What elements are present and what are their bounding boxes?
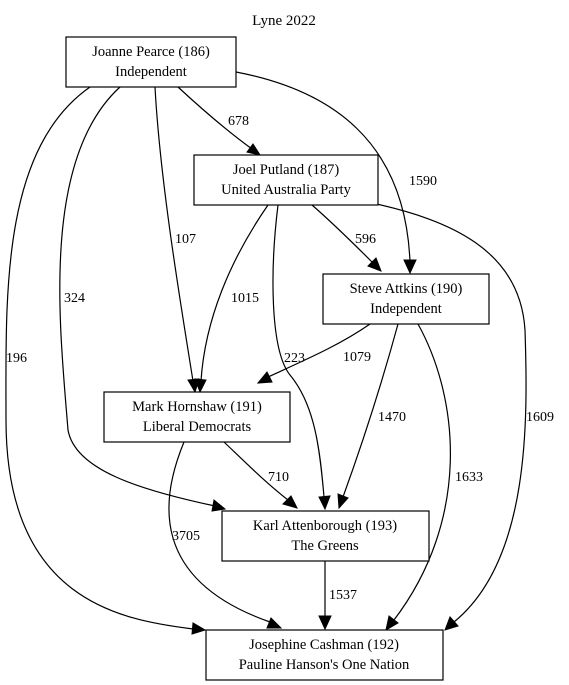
node-josephine-cashman: Josephine Cashman (192) Pauline Hanson's… [205, 629, 444, 681]
edge-label-joanne-joel: 678 [228, 114, 249, 129]
edge-label-joel-karl: 223 [284, 351, 305, 366]
node-label-line1: Joanne Pearce (186) [92, 44, 210, 60]
edge-label-steve-josephine: 1633 [455, 470, 483, 485]
edge-label-joel-steve: 596 [355, 232, 376, 247]
edge-label-joanne-karl: 324 [64, 291, 85, 306]
node-karl-attenborough: Karl Attenborough (193) The Greens [221, 510, 430, 562]
edge-label-mark-josephine: 3705 [172, 529, 200, 544]
node-label-line1: Joel Putland (187) [233, 162, 339, 178]
edge-mark-karl: 710 [223, 441, 298, 509]
edge-label-steve-karl: 1470 [378, 410, 406, 425]
diagram-title: Lyne 2022 [252, 13, 316, 29]
node-label-line2: Independent [115, 64, 187, 80]
node-joanne-pearce: Joanne Pearce (186) Independent [65, 36, 237, 88]
edge-joanne-mark: 107 [154, 86, 200, 394]
edge-label-karl-josephine: 1537 [329, 588, 357, 603]
edge-label-joel-mark: 1015 [231, 291, 259, 306]
edge-joel-steve: 596 [311, 204, 382, 272]
node-label-line2: The Greens [291, 538, 359, 554]
edge-label-mark-karl: 710 [268, 470, 289, 485]
edge-joanne-steve: 1590 [235, 71, 437, 275]
node-label-line1: Steve Attkins (190) [350, 281, 463, 297]
node-label-line1: Mark Hornshaw (191) [132, 399, 262, 415]
node-label-line1: Karl Attenborough (193) [253, 518, 397, 534]
node-label-line2: United Australia Party [221, 182, 351, 198]
node-label-line2: Liberal Democrats [143, 419, 252, 435]
edge-mark-josephine: 3705 [168, 441, 283, 629]
node-joel-putland: Joel Putland (187) United Australia Part… [193, 154, 379, 206]
edge-joel-josephine: 1609 [371, 202, 554, 631]
edge-label-steve-mark: 1079 [343, 350, 371, 365]
edge-steve-josephine: 1633 [385, 323, 483, 632]
edge-karl-josephine: 1537 [318, 561, 357, 631]
edge-label-joanne-mark: 107 [175, 232, 196, 247]
edge-joanne-karl: 324 [59, 86, 227, 512]
edge-label-joanne-josephine: 196 [6, 351, 27, 366]
edge-joanne-josephine: 196 [5, 86, 207, 635]
edge-joanne-joel: 678 [177, 86, 262, 156]
edge-joel-karl: 223 [272, 204, 331, 511]
edge-steve-karl: 1470 [337, 323, 406, 510]
node-label-line2: Pauline Hanson's One Nation [239, 657, 410, 673]
edge-steve-mark: 1079 [256, 323, 371, 384]
edge-label-joel-josephine: 1609 [526, 410, 554, 425]
edges: 678 1590 107 324 196 596 [5, 71, 554, 635]
node-label-line2: Independent [370, 301, 442, 317]
edge-joel-mark: 1015 [194, 204, 269, 394]
edge-label-joanne-steve: 1590 [409, 174, 437, 189]
node-label-line1: Josephine Cashman (192) [249, 637, 399, 653]
node-mark-hornshaw: Mark Hornshaw (191) Liberal Democrats [103, 391, 291, 443]
node-steve-attkins: Steve Attkins (190) Independent [322, 273, 490, 325]
